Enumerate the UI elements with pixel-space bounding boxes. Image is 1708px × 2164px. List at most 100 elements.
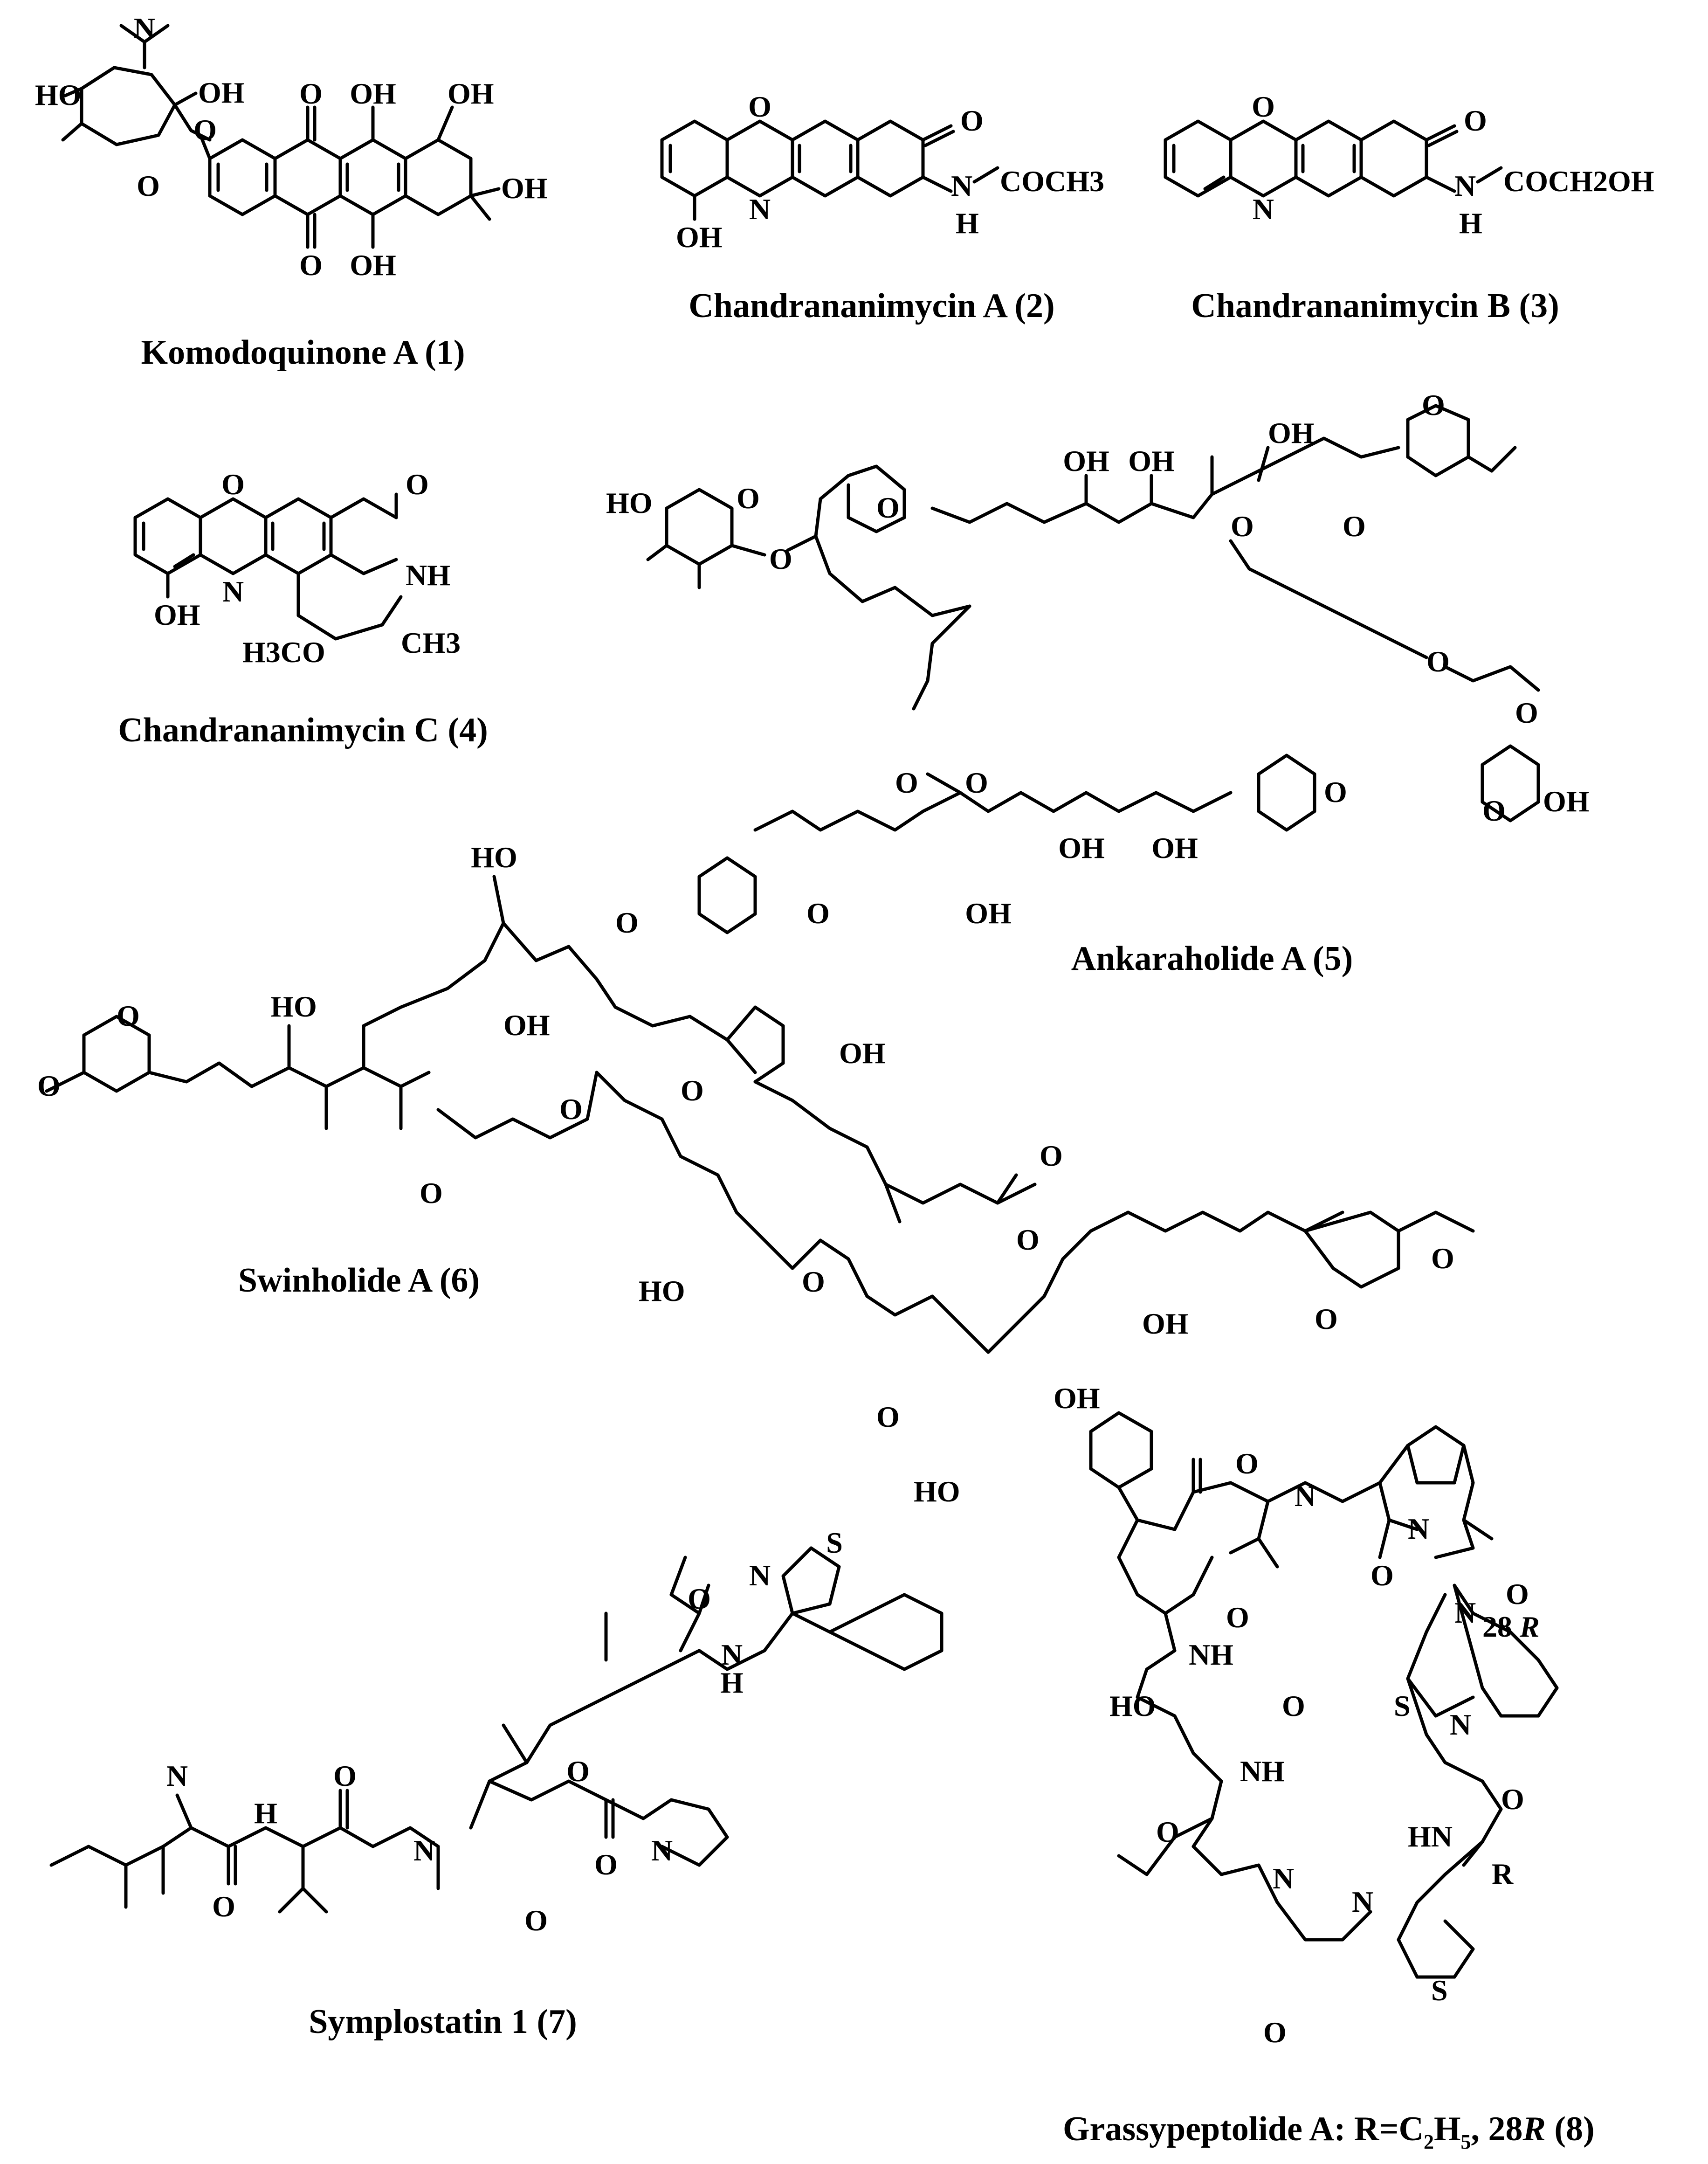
atom-label: O — [1156, 1815, 1179, 1848]
atom-label: NH — [1240, 1755, 1285, 1788]
atom-label: NH — [406, 559, 450, 592]
atom-label: O — [559, 1092, 583, 1126]
atom-label: O — [117, 999, 140, 1032]
atom-label: O — [876, 1400, 900, 1433]
atom-label: O — [688, 1582, 711, 1615]
atom-label: O — [615, 906, 639, 939]
atom-label: O — [1263, 2016, 1287, 2049]
atom-label: N — [651, 1834, 673, 1867]
atom-label: OH — [1543, 785, 1590, 818]
atom-label: O — [1226, 1601, 1249, 1634]
atom-label: O — [960, 104, 984, 137]
atom-label: N — [1454, 169, 1476, 202]
atom-label: O — [1343, 510, 1366, 543]
atom-label: HN — [1408, 1820, 1453, 1853]
caption-ankaraholide-a: Ankaraholide A (5) — [1071, 940, 1353, 978]
atom-label: O — [1426, 645, 1450, 678]
atom-label: COCH3 — [1000, 165, 1104, 198]
atom-label: O — [212, 1890, 235, 1923]
atom-label: O — [1371, 1559, 1394, 1592]
atom-label: H — [956, 207, 979, 240]
atom-label: OH — [676, 221, 723, 254]
atom-label: O — [524, 1904, 548, 1937]
atom-label: R — [1492, 1857, 1514, 1890]
structure-symplostatin-1: N O H O N O O N O O N H N S Symplostatin… — [49, 1526, 944, 2041]
atom-label: O — [1235, 1447, 1259, 1480]
atom-label: OH — [350, 249, 396, 282]
atom-label: O — [802, 1265, 825, 1298]
atom-label: N — [749, 1559, 771, 1592]
atom-label: OH — [1268, 416, 1315, 449]
structure-grassypeptolide-a: O N N O O N 28 R S N O NH HO O NH O HN O… — [1063, 1411, 1595, 2153]
atom-label: N — [166, 1759, 188, 1792]
atom-label: HO — [270, 990, 317, 1023]
atom-label: O — [37, 1069, 61, 1102]
atom-label: OH — [1151, 831, 1198, 864]
atom-label: O — [137, 169, 160, 202]
atom-label: N — [413, 1834, 435, 1867]
structure-swinholide-a: O O HO OH HO O O OH O O O O OH HO O OH O… — [37, 841, 1475, 1508]
atom-label: OH — [839, 1037, 886, 1070]
atom-label: O — [406, 468, 429, 501]
atom-label: OH — [1142, 1307, 1189, 1340]
atom-label: O — [895, 766, 918, 799]
atom-label: O — [965, 766, 988, 799]
caption-komodoquinone-a: Komodoquinone A (1) — [141, 333, 465, 372]
atom-label: HO — [35, 78, 82, 111]
structure-chandrananimycin-a: O O N N H COCH3 OH Chandrananimycin A (2… — [660, 90, 1104, 325]
atom-label: OH — [1058, 831, 1105, 864]
atom-label: HO — [606, 486, 653, 519]
atom-label: NH — [1189, 1638, 1233, 1671]
atom-label: OH — [448, 77, 494, 110]
label-28r-number: 28 — [1482, 1610, 1512, 1643]
atom-label: O — [748, 90, 771, 123]
atom-label: OH — [1063, 444, 1109, 477]
atom-label: O — [681, 1074, 704, 1107]
atom-label: O — [193, 113, 217, 146]
atom-label: O — [1231, 510, 1254, 543]
atom-label: S — [1394, 1689, 1411, 1722]
atom-label: S — [1431, 1974, 1448, 2007]
atom-label: H — [720, 1666, 744, 1699]
atom-label: N — [1454, 1596, 1476, 1629]
atom-label: H — [254, 1797, 277, 1830]
atom-label: O — [221, 468, 245, 501]
structure-komodoquinone-a: N HO OH O O O O OH OH OH OH Komodoquinon… — [35, 12, 548, 372]
caption-chandrananimycin-a: Chandrananimycin A (2) — [689, 287, 1054, 325]
atom-label: O — [769, 542, 792, 575]
atom-label: O — [420, 1176, 443, 1210]
atom-label: O — [806, 897, 830, 930]
caption-chandrananimycin-b: Chandrananimycin B (3) — [1191, 287, 1559, 325]
atom-label: HO — [639, 1274, 685, 1307]
atom-label: O — [1040, 1139, 1063, 1172]
atom-label: OH — [1054, 1382, 1100, 1415]
atom-label: O — [1431, 1242, 1454, 1275]
atom-label: CH3 — [401, 626, 461, 659]
atom-label: OH — [965, 897, 1012, 930]
atom-label: N — [1352, 1885, 1373, 1918]
atom-label: O — [1515, 696, 1538, 729]
label-28r-letter: R — [1519, 1610, 1540, 1643]
atom-label: N — [1253, 193, 1274, 226]
atom-label: HO — [471, 841, 517, 874]
atom-label: S — [826, 1526, 843, 1559]
atom-label: O — [1464, 104, 1487, 137]
atom-label: OH — [154, 598, 200, 631]
atom-label: OH — [501, 172, 548, 205]
atom-label: OH — [198, 76, 245, 109]
structure-ankaraholide-a: HO O O O OH OH OH O O O O O OH O O OH OH… — [606, 388, 1590, 978]
caption-grassypeptolide-a: Grassypeptolide A: R=C2H5, 28R (8) — [1063, 2110, 1595, 2153]
atom-label: N — [721, 1638, 743, 1671]
atom-label: N — [134, 12, 155, 45]
structure-chandrananimycin-c: O O N NH OH H3CO CH3 Chandrananimycin C … — [118, 468, 488, 749]
atom-label: N — [951, 169, 972, 202]
atom-label: COCH2OH — [1503, 165, 1654, 198]
atom-label: O — [333, 1759, 357, 1792]
atom-label: O — [566, 1755, 590, 1788]
atom-label: N — [222, 575, 244, 608]
atom-label: HO — [914, 1475, 960, 1508]
caption-symplostatin-1: Symplostatin 1 (7) — [309, 2003, 577, 2041]
atom-label: H — [1459, 207, 1482, 240]
atom-label: O — [1482, 794, 1506, 827]
